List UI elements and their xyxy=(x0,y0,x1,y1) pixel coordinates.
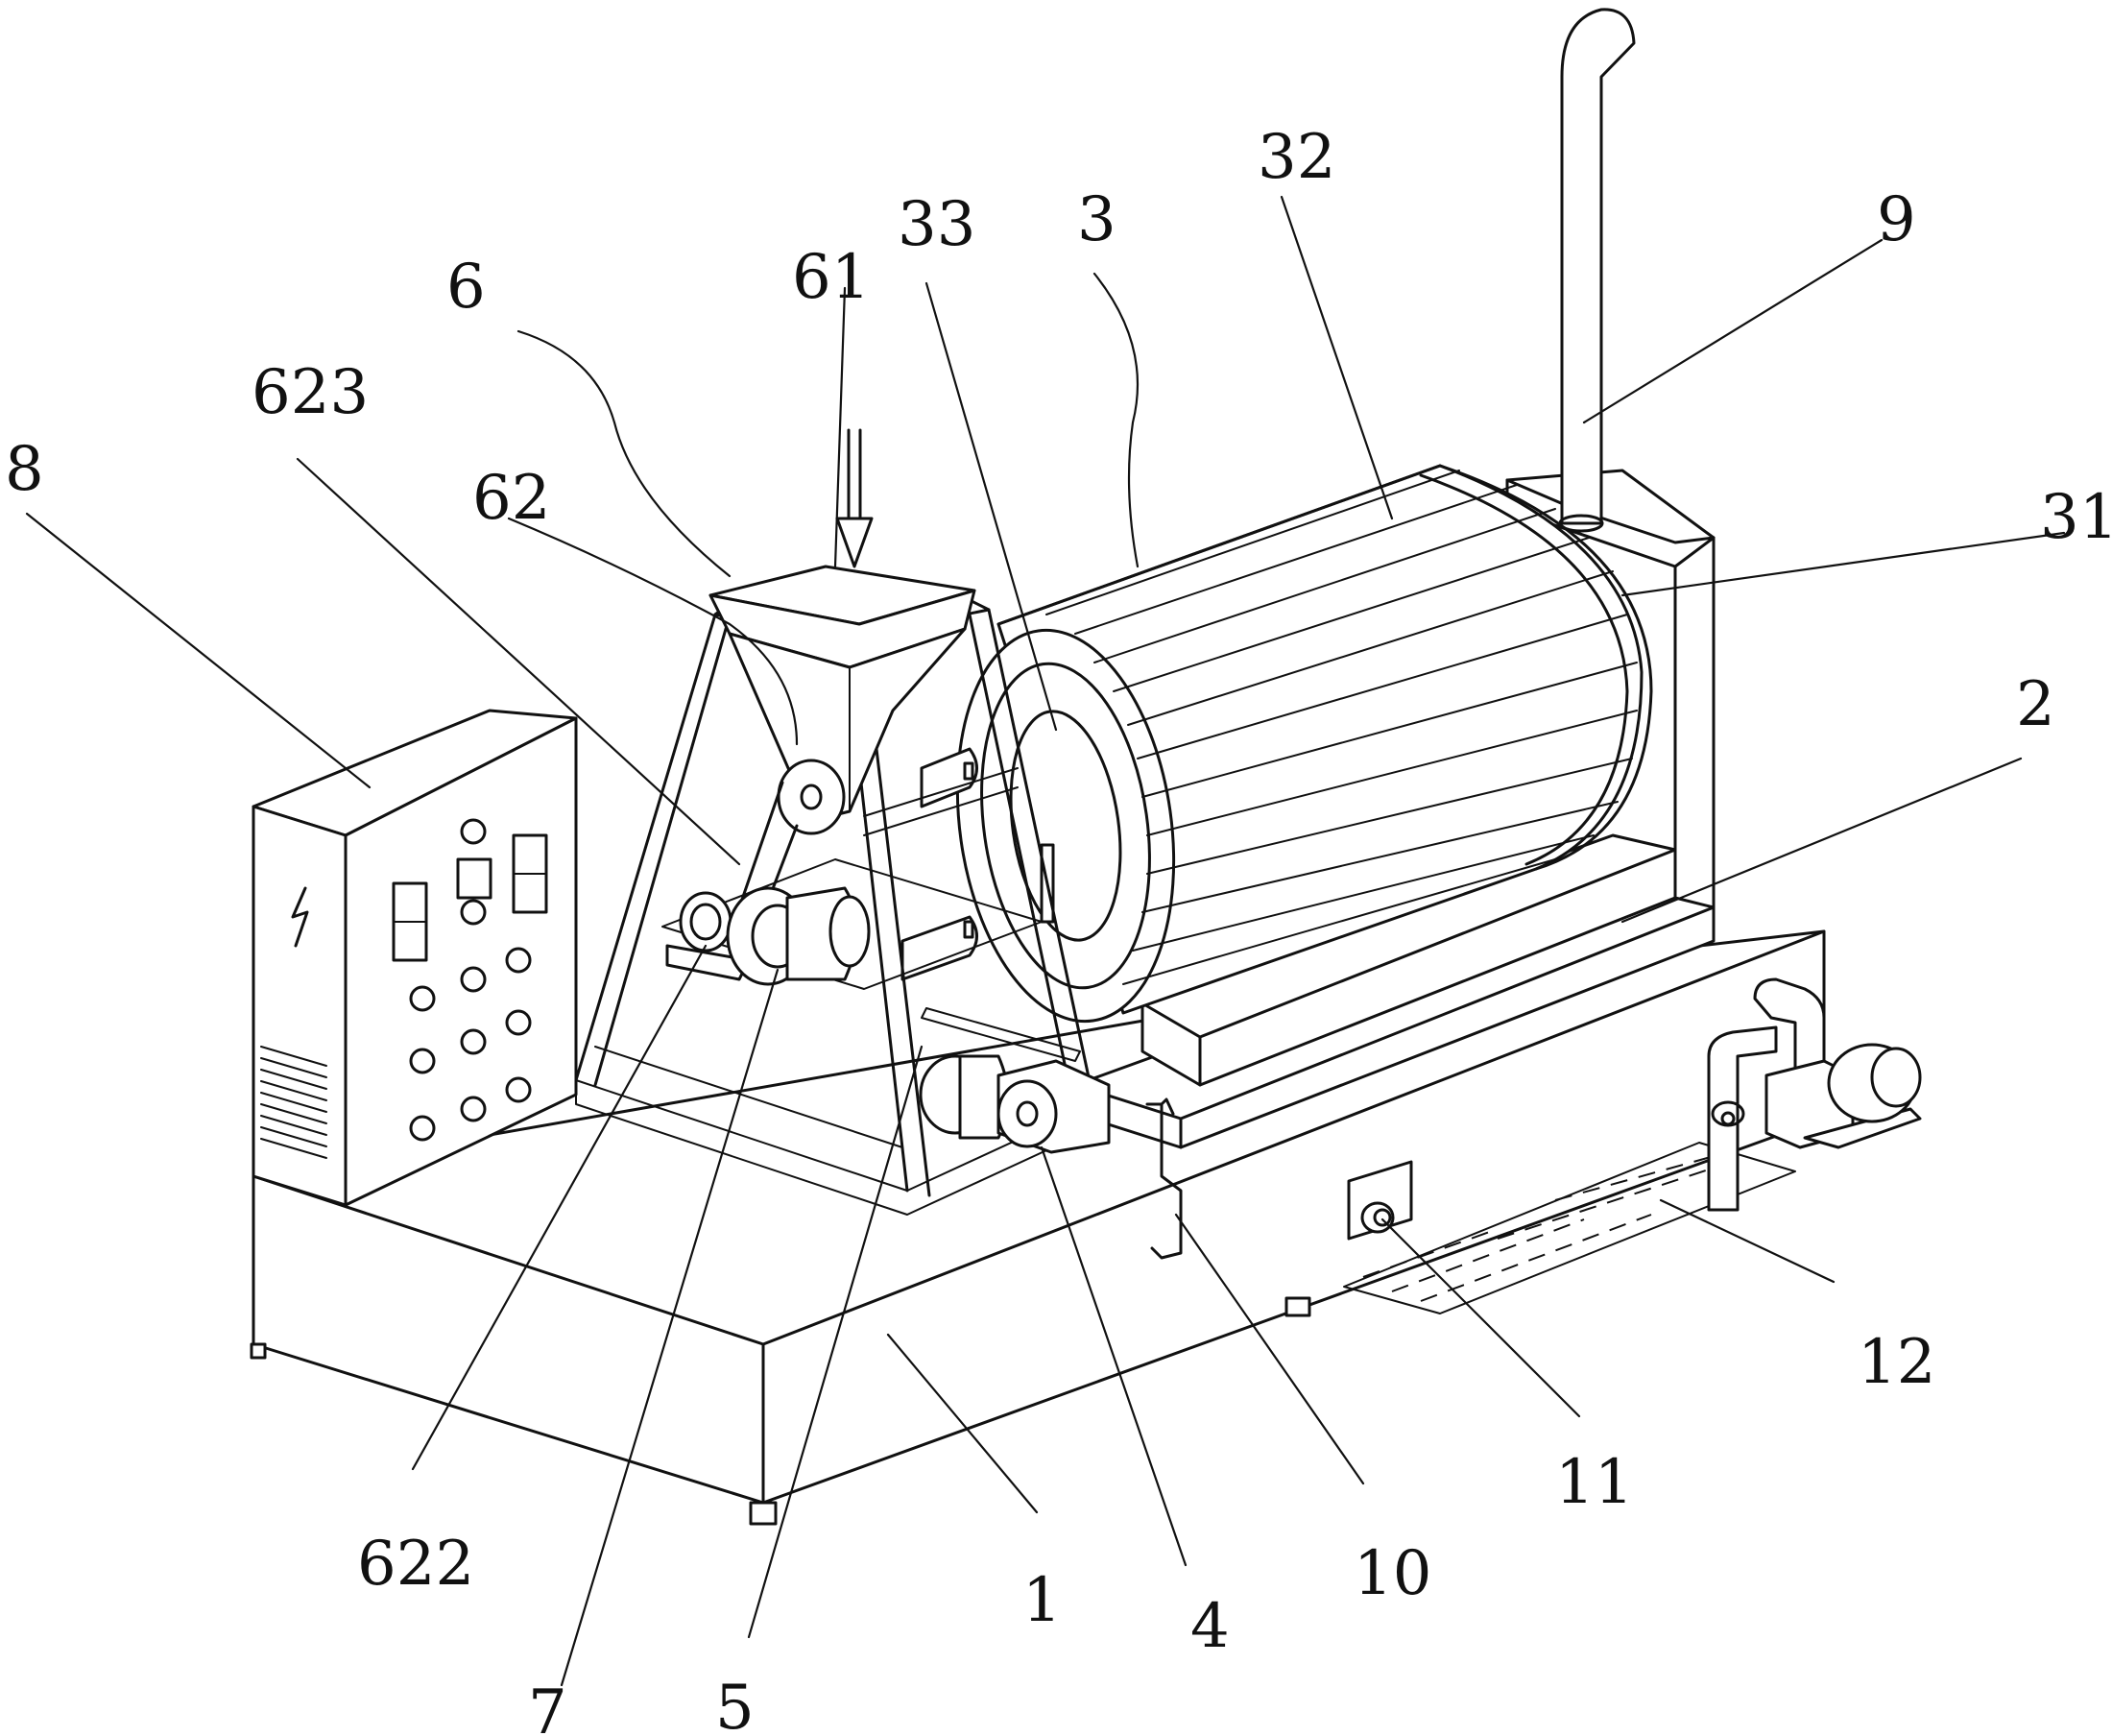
label-4: 4 xyxy=(1190,1591,1230,1662)
outlet-port xyxy=(1347,1160,1413,1241)
control-knobs xyxy=(409,818,532,1142)
label-12: 12 xyxy=(1858,1327,1935,1398)
label-61: 61 xyxy=(792,242,870,313)
circulation-pump xyxy=(1707,977,1922,1212)
label-623: 623 xyxy=(252,357,369,428)
label-31: 31 xyxy=(2040,482,2112,553)
label-11: 11 xyxy=(1555,1447,1633,1518)
leader-lines xyxy=(25,195,2066,1687)
chimney-pipe xyxy=(1558,8,1636,533)
label-6: 6 xyxy=(446,252,486,323)
display-center xyxy=(456,857,492,900)
collection-tray xyxy=(1343,1142,1796,1314)
vent-grille xyxy=(260,1046,327,1159)
side-handle xyxy=(1145,1097,1183,1260)
drum-fins xyxy=(1045,470,1638,985)
rotary-drum xyxy=(955,464,1653,1024)
feed-hopper xyxy=(708,565,976,823)
part-labels: 8 623 62 6 61 33 3 32 9 31 2 12 11 10 4 … xyxy=(5,122,2112,1736)
label-32: 32 xyxy=(1258,122,1335,193)
label-1: 1 xyxy=(1022,1565,1062,1636)
control-cabinet xyxy=(252,709,578,1207)
label-62: 62 xyxy=(472,463,550,534)
label-3: 3 xyxy=(1077,184,1116,255)
feeder-pulley xyxy=(777,759,846,835)
label-10: 10 xyxy=(1354,1538,1431,1609)
label-5: 5 xyxy=(715,1673,755,1736)
drum-drive-motor xyxy=(919,1007,1111,1154)
feed-direction-arrow-icon xyxy=(835,428,874,568)
label-33: 33 xyxy=(898,189,975,260)
electric-hazard-icon xyxy=(291,886,309,948)
label-8: 8 xyxy=(5,434,44,505)
label-622: 622 xyxy=(357,1529,474,1600)
label-9: 9 xyxy=(1877,184,1916,255)
support-platform xyxy=(1073,833,1716,1149)
label-7: 7 xyxy=(528,1677,567,1736)
feeder-motor xyxy=(665,886,871,986)
label-2: 2 xyxy=(2016,669,2055,740)
